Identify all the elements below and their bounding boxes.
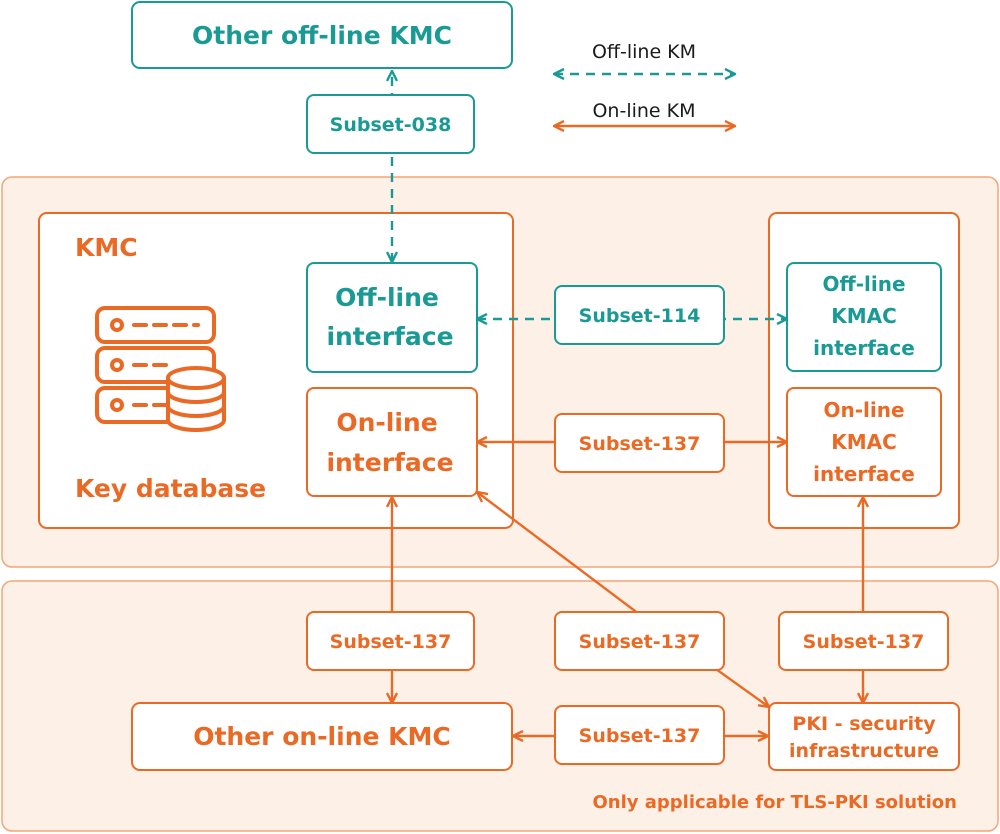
subset-114-box xyxy=(554,285,725,345)
subset-114-label: Subset-114 xyxy=(579,305,701,327)
subset-137-bottom-box xyxy=(554,705,725,765)
other-offline-kmc-box xyxy=(131,1,513,69)
offline-interface-line2: interface xyxy=(326,322,453,351)
online-kmac-line2: KMAC xyxy=(831,430,897,454)
legend-online-label: On-line KM xyxy=(592,100,695,122)
online-interface-box xyxy=(306,387,478,497)
subset-137-left-box xyxy=(306,611,475,671)
subset-137-left-label: Subset-137 xyxy=(330,631,452,653)
online-kmac-interface-box xyxy=(786,387,942,497)
pki-line2: infrastructure xyxy=(789,740,939,762)
offline-kmac-interface-box xyxy=(786,262,942,372)
subset-137-bottom-label: Subset-137 xyxy=(579,725,701,747)
subset-137-middle-label: Subset-137 xyxy=(579,631,701,653)
pki-line1: PKI - security xyxy=(792,713,936,735)
key-database-label: Key database xyxy=(75,474,266,503)
subset-137-right-label: Subset-137 xyxy=(803,631,925,653)
other-online-kmc-label: Other on-line KMC xyxy=(193,722,451,751)
other-offline-kmc-label: Other off-line KMC xyxy=(192,21,452,50)
offline-kmac-line3: interface xyxy=(813,336,915,360)
subset-137-middle-box xyxy=(554,611,725,671)
offline-kmac-line1: Off-line xyxy=(822,272,905,296)
offline-interface-line1: Off-line xyxy=(335,283,439,312)
database-server-icon xyxy=(95,306,226,432)
pki-box xyxy=(768,702,960,771)
subset-038-label: Subset-038 xyxy=(330,114,452,136)
legend-offline-label: Off-line KM xyxy=(592,41,696,63)
subset-137-kmac-label: Subset-137 xyxy=(579,433,701,455)
offline-kmac-line2: KMAC xyxy=(831,304,897,328)
other-online-kmc-box xyxy=(131,702,513,771)
subset-038-box xyxy=(306,94,475,154)
online-interface-line1: On-line xyxy=(336,408,437,437)
subset-137-kmac-box xyxy=(554,413,725,473)
online-kmac-line3: interface xyxy=(813,462,915,486)
offline-interface-box xyxy=(306,262,478,373)
kmc-title: KMC xyxy=(75,233,138,262)
tls-pki-note: Only applicable for TLS-PKI solution xyxy=(592,792,957,813)
online-kmac-line1: On-line xyxy=(823,398,904,422)
subset-137-right-box xyxy=(778,611,949,671)
online-interface-line2: interface xyxy=(326,448,453,477)
